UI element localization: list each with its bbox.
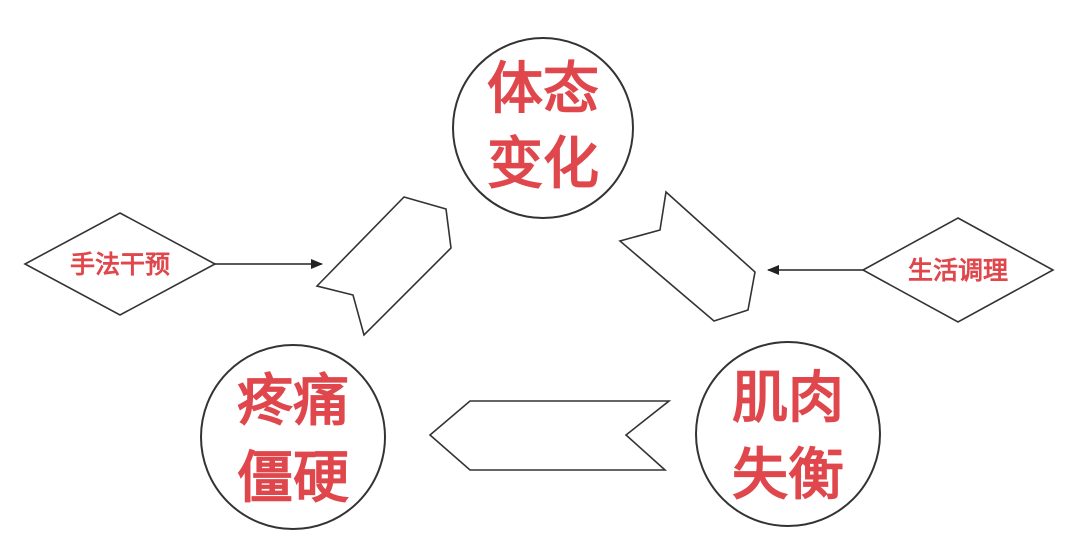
intervention-lifestyle: 生活调理 [861, 217, 1055, 323]
node-circle [200, 344, 386, 530]
node-label-line1: 体态 [487, 56, 599, 122]
diamond-shape [861, 217, 1055, 323]
node-label-line1: 肌肉 [732, 365, 844, 431]
diamond-shape [23, 212, 217, 316]
node-circle [452, 37, 634, 219]
flow-chevron-pain-to-posture [315, 196, 452, 337]
node-posture-change: 体态 变化 [452, 37, 634, 219]
node-muscle-imbalance: 肌肉 失衡 [695, 341, 881, 527]
node-label-line1: 疼痛 [237, 368, 349, 434]
flow-chevron-posture-to-muscle [618, 190, 756, 322]
node-label-line2: 变化 [487, 131, 599, 197]
node-label-line2: 僵硬 [237, 445, 349, 511]
intervention-label: 手法干预 [70, 250, 170, 279]
flow-chevron-muscle-to-pain [428, 400, 672, 471]
node-pain-stiffness: 疼痛 僵硬 [200, 344, 386, 530]
node-label-line2: 失衡 [732, 442, 844, 508]
node-circle [695, 341, 881, 527]
intervention-label: 生活调理 [908, 256, 1008, 285]
intervention-manual-therapy: 手法干预 [23, 212, 217, 316]
